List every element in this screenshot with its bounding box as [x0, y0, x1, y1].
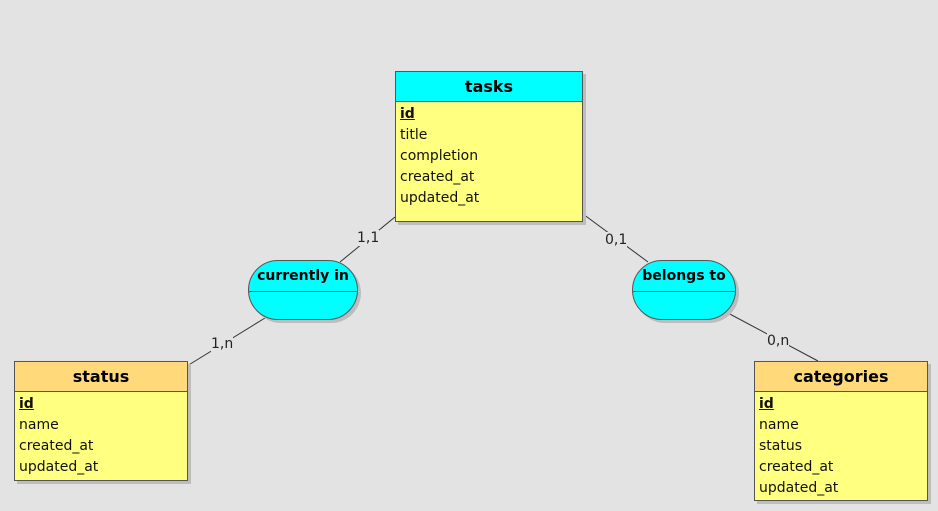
field-status-name: name — [19, 417, 59, 433]
field-categories-id: id — [759, 396, 774, 412]
field-tasks-created-at: created_at — [400, 169, 475, 185]
relationship-currently-in[interactable]: currently in — [248, 260, 358, 320]
field-tasks-completion: completion — [400, 148, 479, 164]
field-categories-created-at: created_at — [759, 459, 834, 475]
entity-tasks-title: tasks — [396, 72, 582, 102]
entity-tasks[interactable]: tasks id title completion created_at upd… — [395, 71, 583, 222]
field-categories-status: status — [759, 438, 803, 454]
relationship-belongs-to-label: belongs to — [633, 261, 735, 292]
entity-status-fields: id name created_at updated_at — [15, 392, 187, 482]
entity-status-title: status — [15, 362, 187, 392]
field-categories-updated-at: updated_at — [759, 480, 839, 496]
relationship-belongs-to[interactable]: belongs to — [632, 260, 736, 320]
entity-tasks-fields: id title completion created_at updated_a… — [396, 102, 582, 213]
entity-categories[interactable]: categories id name status created_at upd… — [754, 361, 928, 501]
cardinality-tasks-belongs-to: 0,1 — [605, 232, 628, 248]
field-status-updated-at: updated_at — [19, 459, 99, 475]
entity-status[interactable]: status id name created_at updated_at — [14, 361, 188, 481]
field-categories-name: name — [759, 417, 799, 433]
entity-categories-title: categories — [755, 362, 927, 392]
cardinality-tasks-currently-in: 1,1 — [357, 230, 380, 246]
field-tasks-updated-at: updated_at — [400, 190, 480, 206]
relationship-currently-in-label: currently in — [249, 261, 357, 292]
field-tasks-id: id — [400, 106, 415, 122]
field-status-id: id — [19, 396, 34, 412]
cardinality-categories-belongs-to: 0,n — [767, 333, 790, 349]
entity-categories-fields: id name status created_at updated_at — [755, 392, 927, 503]
field-status-created-at: created_at — [19, 438, 94, 454]
field-tasks-title: title — [400, 127, 428, 143]
cardinality-status-currently-in: 1,n — [211, 336, 234, 352]
